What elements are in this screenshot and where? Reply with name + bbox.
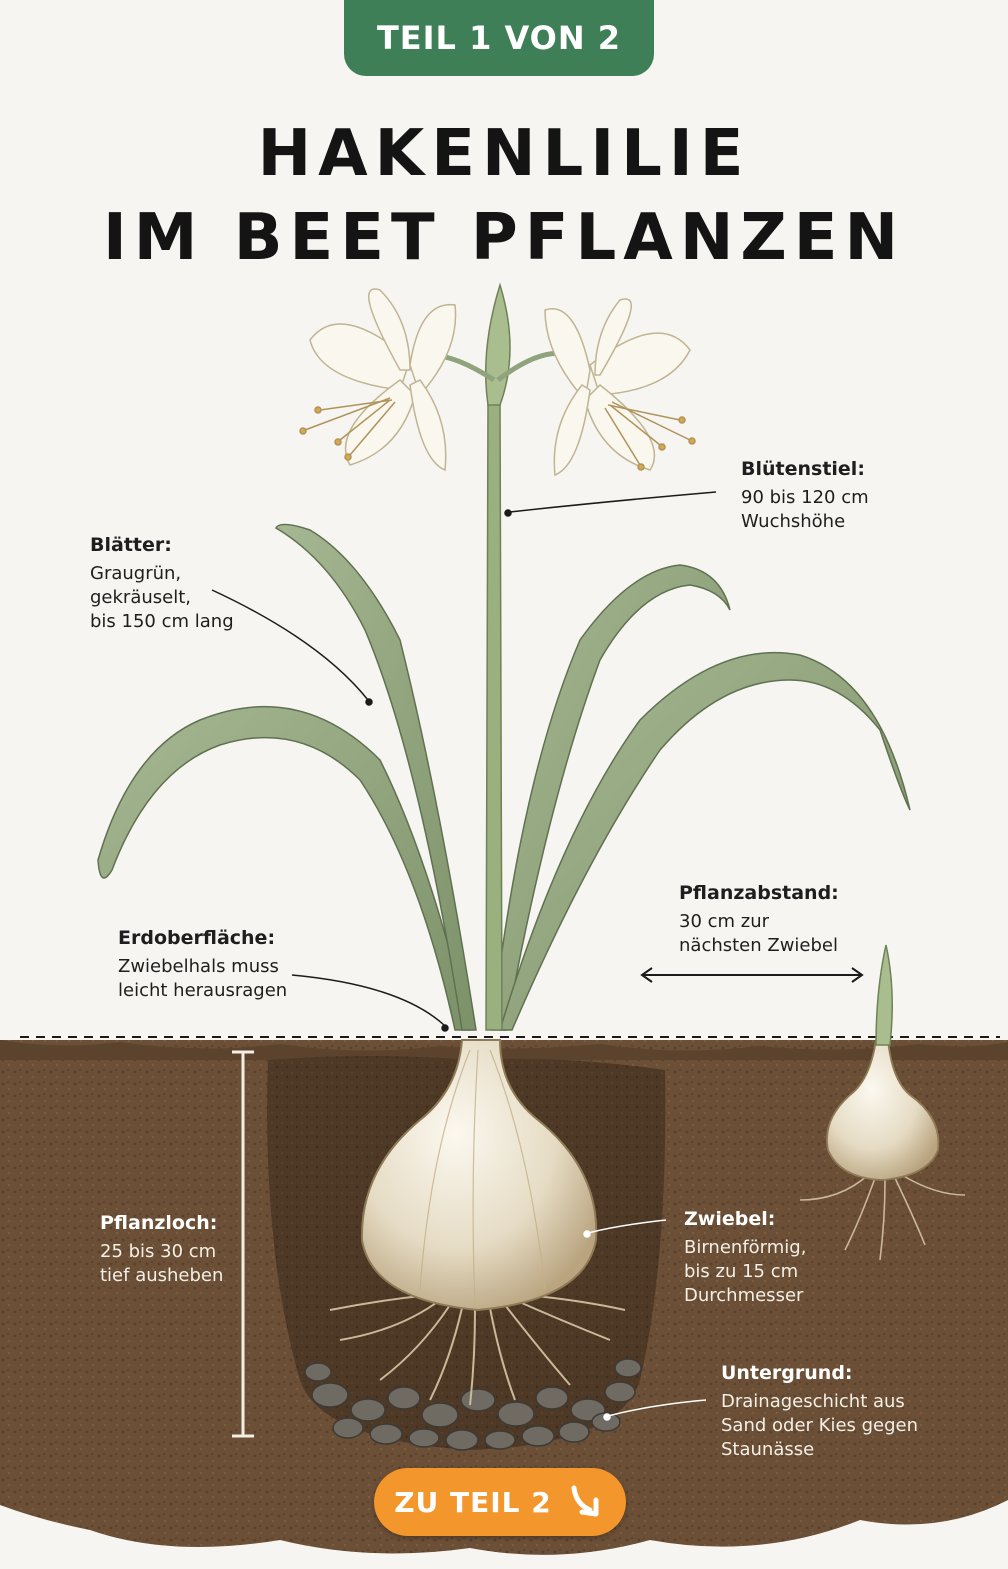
- label-heading: Zwiebel:: [684, 1208, 776, 1230]
- leader-lines: [211, 491, 717, 1421]
- label-text: Zwiebelhals muss leicht herausragen: [118, 956, 288, 1001]
- label-pflanzloch: Pflanzloch: 25 bis 30 cm tief ausheben: [100, 1212, 223, 1288]
- next-part-button[interactable]: ZU TEIL 2: [374, 1468, 626, 1536]
- label-pflanzabstand: Pflanzabstand: 30 cm zur nächsten Zwiebe…: [679, 882, 839, 958]
- label-text: 25 bis 30 cm tief ausheben: [100, 1241, 224, 1286]
- label-text: 30 cm zur nächsten Zwiebel: [679, 911, 839, 956]
- page-title-line-1: HAKENLILIE: [257, 117, 751, 191]
- gravel-layer: [304, 1358, 642, 1451]
- flower-left: [309, 288, 457, 472]
- label-text: Graugrün, gekräuselt, bis 150 cm lang: [90, 563, 234, 632]
- label-text: Birnenförmig, bis zu 15 cm Durchmesser: [684, 1237, 807, 1306]
- label-zwiebel: Zwiebel: Birnenförmig, bis zu 15 cm Durc…: [684, 1208, 806, 1308]
- label-blaetter: Blätter: Graugrün, gekräuselt, bis 150 c…: [90, 534, 234, 634]
- flower-right: [544, 298, 691, 477]
- next-part-label: ZU TEIL 2: [394, 1485, 552, 1519]
- label-heading: Blütenstiel:: [741, 458, 865, 480]
- label-heading: Pflanzloch:: [100, 1212, 218, 1234]
- soil-top-edge: [0, 1040, 1008, 1060]
- small-bulb-roots: [799, 1174, 966, 1261]
- flower-stalk: [485, 399, 503, 1031]
- label-heading: Erdoberfläche:: [118, 927, 276, 949]
- main-bulb: [360, 1039, 598, 1312]
- label-heading: Pflanzabstand:: [679, 882, 839, 904]
- small-bulb: [826, 1039, 940, 1181]
- label-bluetenstiel: Blütenstiel: 90 bis 120 cm Wuchshöhe: [741, 458, 869, 534]
- bud-cluster: [485, 282, 511, 406]
- small-bulb-sprout: [875, 944, 893, 1046]
- label-text: 90 bis 120 cm Wuchshöhe: [741, 487, 869, 532]
- label-untergrund: Untergrund: Drainageschicht aus Sand ode…: [721, 1362, 918, 1462]
- arrow-down-right-icon: [571, 1485, 599, 1517]
- label-heading: Blätter:: [90, 534, 172, 556]
- label-erdoberflaeche: Erdoberfläche: Zwiebelhals muss leicht h…: [118, 927, 287, 1003]
- spacing-arrow: [640, 967, 864, 983]
- label-heading: Untergrund:: [721, 1362, 853, 1384]
- label-text: Drainageschicht aus Sand oder Kies gegen…: [721, 1391, 919, 1460]
- part-badge: TEIL 1 VON 2: [344, 0, 654, 76]
- page-title-line-2: IM BEET PFLANZEN: [102, 201, 906, 275]
- depth-marker: [232, 1050, 254, 1438]
- leaves: [97, 523, 911, 1031]
